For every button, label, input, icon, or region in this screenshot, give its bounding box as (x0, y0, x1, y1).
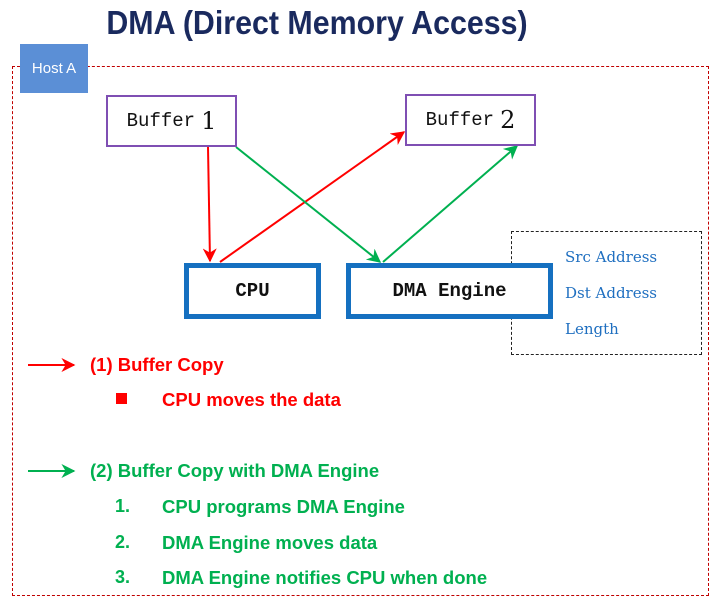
dma-engine-node: DMA Engine (346, 263, 553, 319)
buffer-1-text: Buffer (126, 110, 196, 132)
step-text: CPU programs DMA Engine (162, 496, 405, 517)
buffer-1-number: 1 (201, 107, 217, 135)
register-length: Length (565, 320, 619, 338)
arrow-dma-to-buffer2 (382, 145, 519, 263)
host-a-label: Host A (20, 44, 88, 93)
step-text: DMA Engine notifies CPU when done (162, 567, 488, 588)
buffer-2-number: 2 (500, 106, 516, 134)
square-bullet-icon (116, 393, 127, 404)
cpu-node: CPU (184, 263, 321, 319)
arrow-buffer1-to-cpu (202, 146, 217, 263)
step-text: DMA Engine moves data (162, 532, 378, 553)
arrow-cpu-to-buffer2 (219, 131, 406, 263)
register-src-address: Src Address (565, 248, 658, 266)
step-number: 1. (115, 496, 131, 516)
arrow-buffer1-to-dma (235, 146, 382, 263)
legend-dma-copy-label: (2) Buffer Copy with DMA Engine (90, 460, 380, 481)
legend-buffer-copy-bullet: CPU moves the data (162, 389, 341, 410)
register-dst-address: Dst Address (565, 284, 657, 302)
buffer-2-text: Buffer (425, 109, 495, 131)
step-number: 3. (115, 567, 131, 587)
page-title: DMA (Direct Memory Access) (106, 4, 528, 41)
step-number: 2. (115, 532, 131, 552)
legend-buffer-copy-label: (1) Buffer Copy (90, 354, 224, 375)
host-a-frame (12, 66, 709, 596)
